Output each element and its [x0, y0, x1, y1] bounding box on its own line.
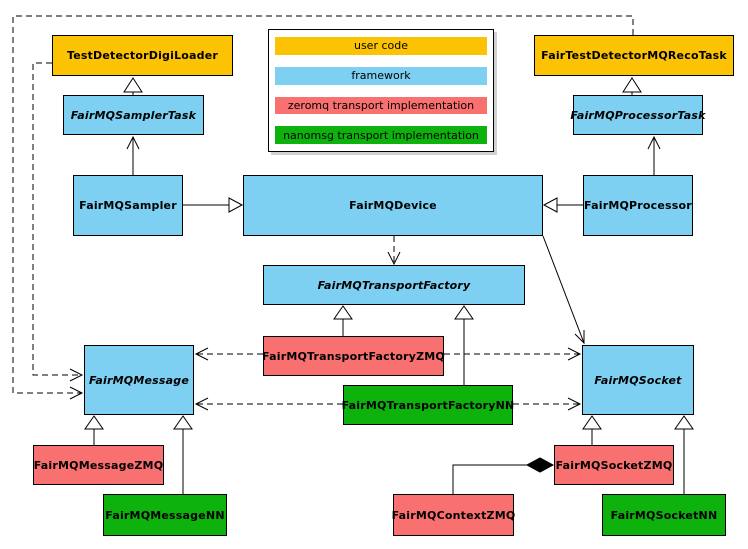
node-label: FairTestDetectorMQRecoTask: [541, 49, 727, 62]
node-fairmqsocket: FairMQSocket: [582, 345, 694, 415]
edge-device-factory-dependency: [387, 236, 401, 266]
node-label: FairMQSamplerTask: [70, 108, 197, 122]
edge-socketnn-socket-generalization: [674, 415, 694, 494]
node-label: FairMQMessageNN: [105, 508, 225, 522]
node-fairmqsamplertask: FairMQSamplerTask: [63, 95, 204, 135]
legend-item-nanomsg: nanomsg transport implementation: [275, 126, 487, 144]
node-label: FairMQTransportFactory: [317, 278, 471, 292]
node-label: FairMQMessage: [88, 373, 190, 387]
legend-item-framework: framework: [275, 66, 487, 85]
node-label: FairMQSampler: [79, 199, 177, 212]
edge-processor-device-generalization: [542, 197, 583, 213]
node-fairtestdetectormqrecotask: FairTestDetectorMQRecoTask: [534, 35, 734, 76]
edge-samplertask-digiloader-generalization: [123, 77, 143, 95]
edge-contextzmq-socketzmq-composition: [452, 457, 555, 494]
node-fairmqprocessortask: FairMQProcessorTask: [570, 95, 706, 135]
node-fairmqmessage: FairMQMessage: [84, 345, 194, 415]
node-fairmqdevice: FairMQDevice: [243, 175, 543, 236]
edge-processortask-recotask-generalization: [622, 77, 642, 95]
node-label: FairMQSocket: [594, 373, 682, 387]
node-fairmqmessagenn: FairMQMessageNN: [103, 494, 227, 536]
edge-sampler-device-generalization: [183, 197, 244, 213]
legend-item-zeromq: zeromq transport implementation: [275, 96, 487, 115]
edge-digiloader-message-dependency: [32, 62, 84, 382]
node-fairmqprocessor: FairMQProcessor: [583, 175, 693, 236]
edge-factoryzmq-factory-generalization: [333, 305, 353, 336]
legend: user code framework zeromq transport imp…: [268, 29, 494, 152]
legend-item-user-code: user code: [275, 37, 487, 55]
node-label: FairMQMessageZMQ: [33, 458, 164, 472]
node-fairmqtransportfactoryzmq: FairMQTransportFactoryZMQ: [262, 336, 445, 376]
node-fairmqtransportfactory: FairMQTransportFactory: [263, 265, 525, 305]
edge-recotask-message-dependency: [12, 15, 634, 400]
node-label: FairMQProcessorTask: [570, 108, 706, 122]
edge-factoryzmq-socket-dependency: [444, 347, 582, 361]
node-fairmqsocketzmq: FairMQSocketZMQ: [554, 445, 674, 485]
edge-factoryzmq-message-dependency: [194, 347, 263, 361]
node-label: FairMQTransportFactoryNN: [341, 398, 515, 412]
node-label: FairMQContextZMQ: [391, 508, 516, 522]
node-testdetectordigiloader: TestDetectorDigiLoader: [52, 35, 233, 76]
node-fairmqcontextzmq: FairMQContextZMQ: [391, 494, 516, 536]
edge-processor-processortask-generalization: [647, 135, 661, 175]
edge-messagezmq-message-generalization: [84, 415, 104, 445]
node-fairmqsampler: FairMQSampler: [73, 175, 183, 236]
edge-device-socket-association: [542, 235, 585, 345]
edge-socketzmq-socket-generalization: [582, 415, 602, 445]
edge-sampler-samplertask-generalization: [126, 135, 140, 175]
node-label: FairMQSocketNN: [610, 508, 718, 522]
node-label: TestDetectorDigiLoader: [66, 49, 219, 62]
node-label: FairMQProcessor: [584, 199, 692, 212]
node-label: FairMQDevice: [349, 199, 437, 212]
node-fairmqsocketnn: FairMQSocketNN: [602, 494, 726, 536]
node-fairmqmessagezmq: FairMQMessageZMQ: [33, 445, 164, 485]
node-label: FairMQSocketZMQ: [555, 458, 673, 472]
edge-factorynn-factory-generalization: [454, 305, 474, 385]
edge-factorynn-message-dependency: [194, 397, 343, 411]
node-label: FairMQTransportFactoryZMQ: [262, 349, 445, 363]
node-fairmqtransportfactorynn: FairMQTransportFactoryNN: [341, 385, 515, 425]
edge-messagenn-message-generalization: [173, 415, 193, 494]
edge-factorynn-socket-dependency: [513, 397, 582, 411]
